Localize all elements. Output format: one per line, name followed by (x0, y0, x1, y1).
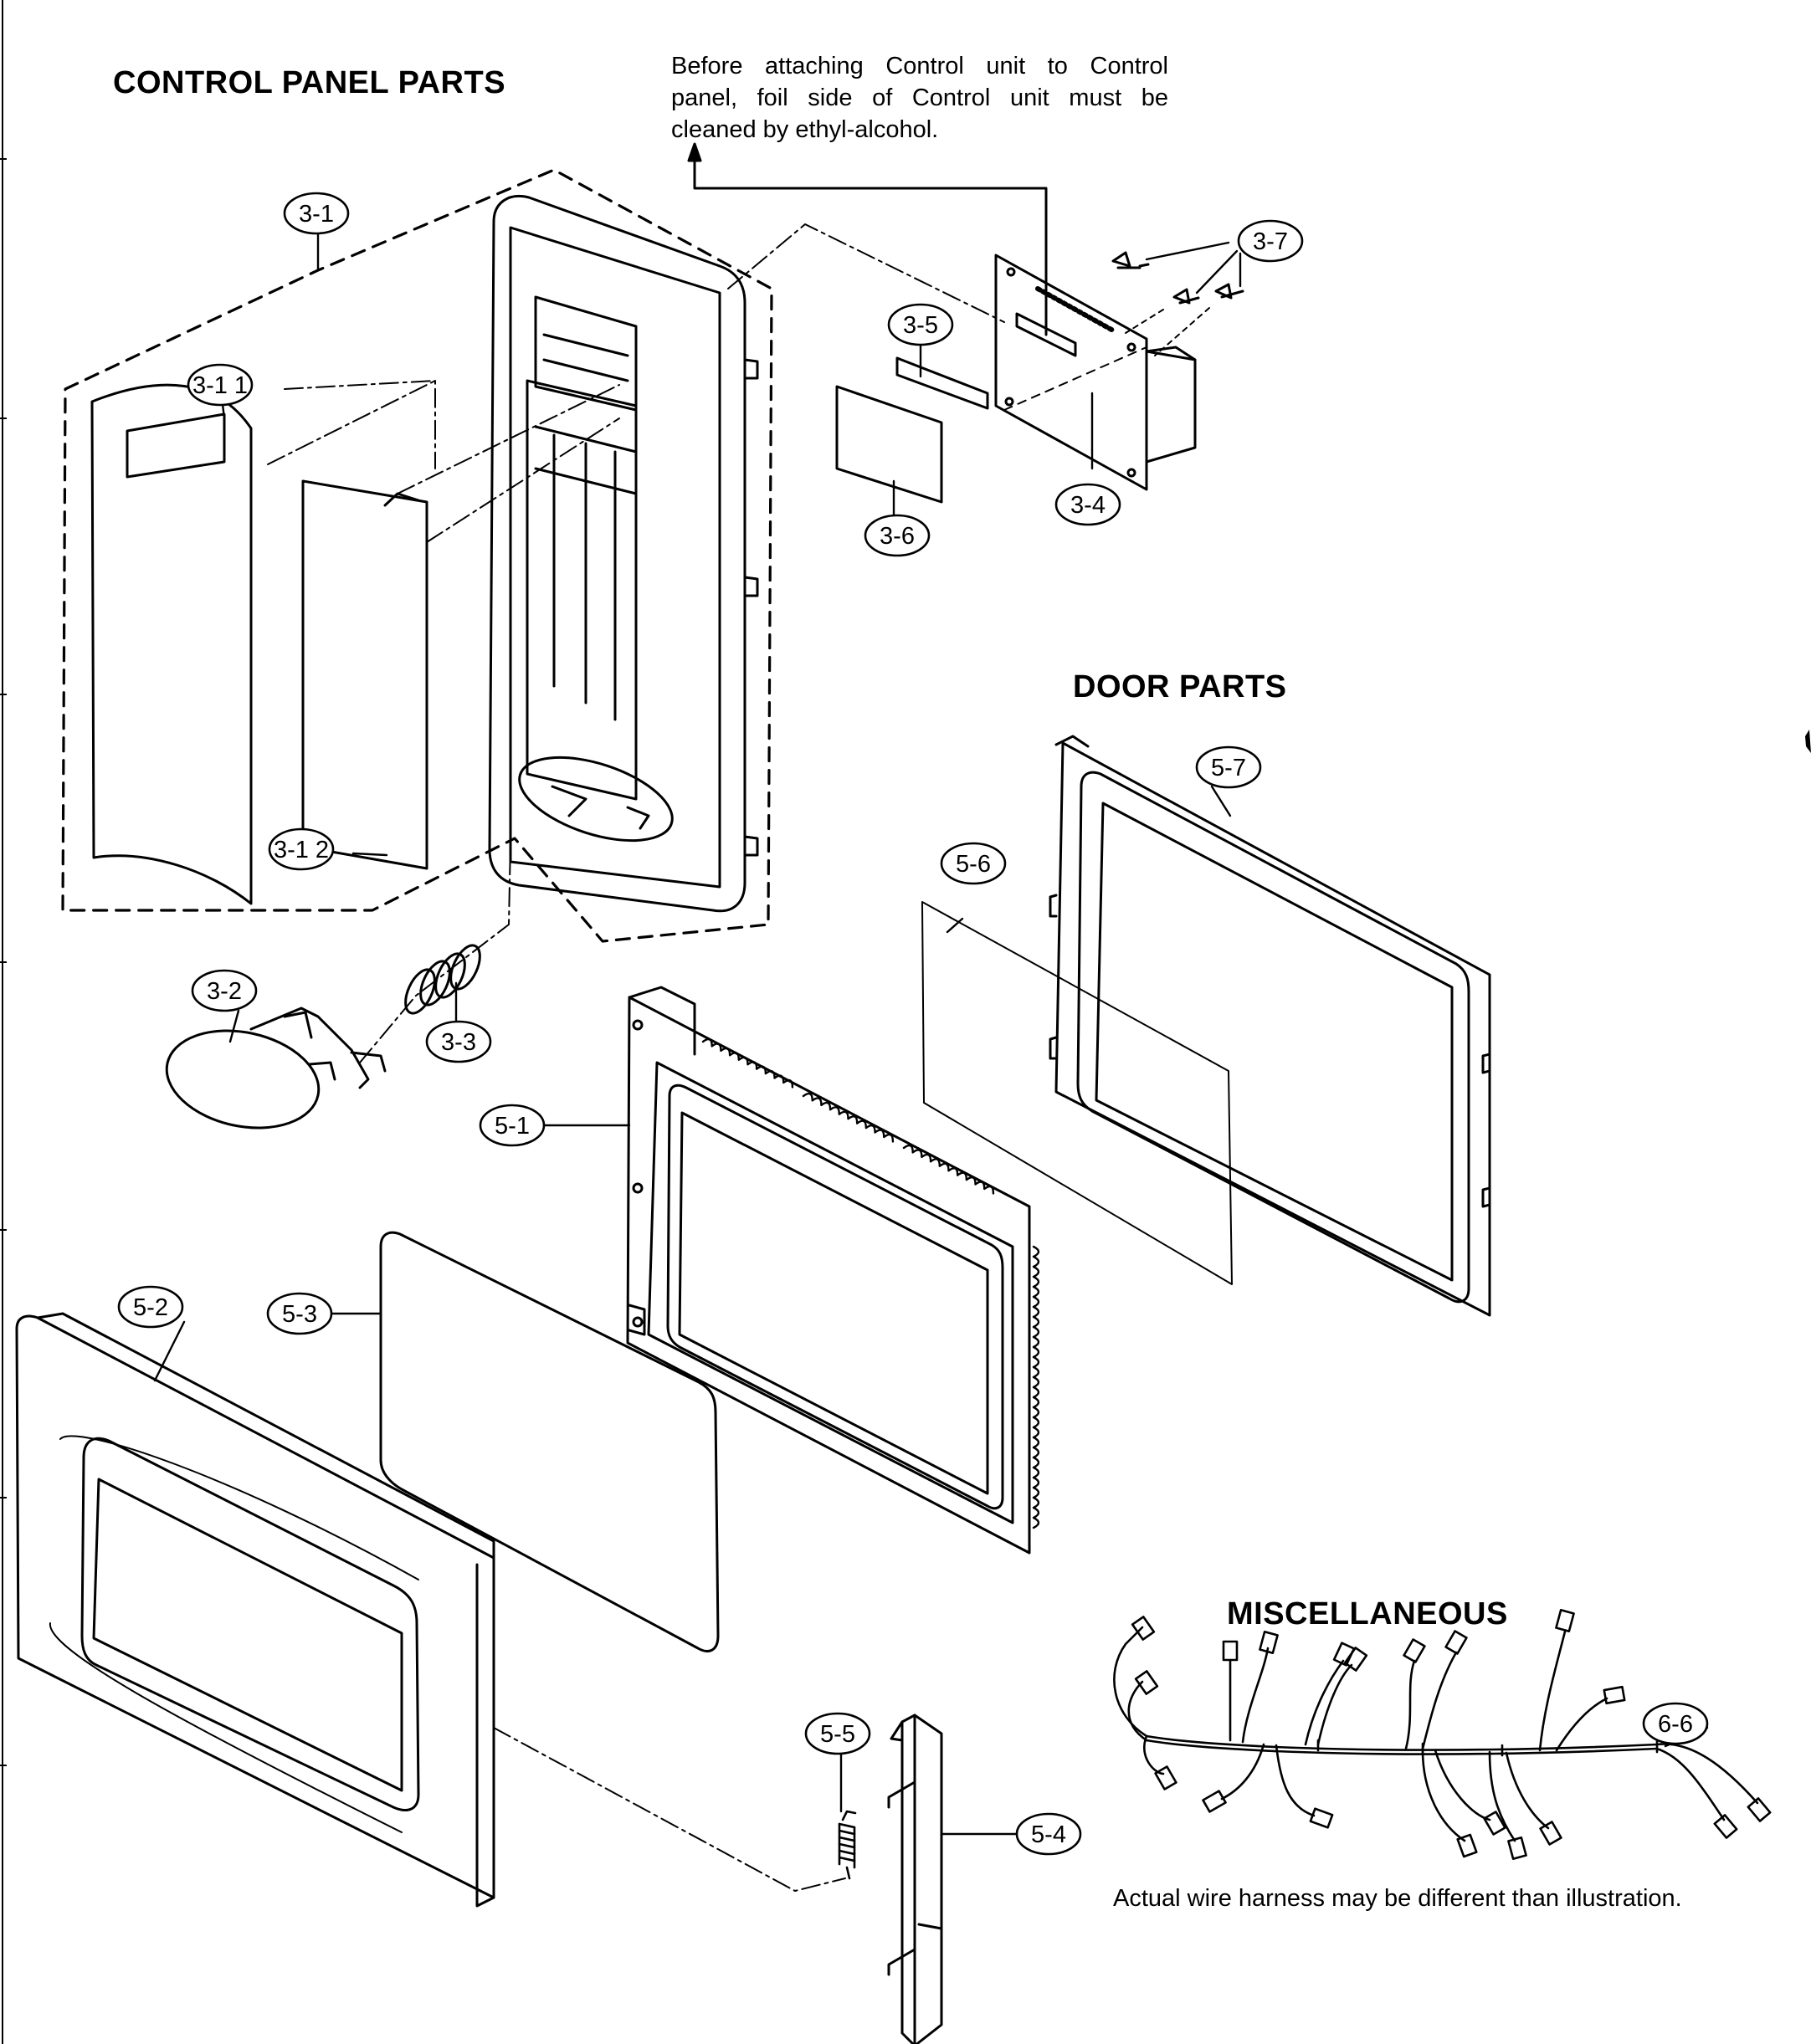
callout-3-6: 3-6 (880, 523, 915, 550)
door-screen-film (921, 901, 1233, 1285)
miscellaneous-title: MISCELLANEOUS (1227, 1596, 1508, 1632)
callout-3-3: 3-3 (441, 1029, 476, 1056)
screws (1111, 251, 1244, 356)
callout-5-3: 5-3 (282, 1301, 317, 1328)
callout-bubble-3-7 (1237, 219, 1304, 263)
control-unit-board (994, 254, 1197, 491)
callout-5-1: 5-1 (495, 1113, 530, 1140)
callout-bubble-3-5 (887, 303, 954, 346)
callout-bubble-5-1 (479, 1104, 546, 1147)
door-frame (626, 986, 1040, 1555)
callout-bubble-5-7 (1195, 745, 1262, 789)
callout-bubble-5-2 (117, 1285, 184, 1329)
wire-harness (1113, 1609, 1772, 1860)
callout-bubble-6-6 (1642, 1702, 1709, 1745)
callout-5-5: 5-5 (820, 1721, 855, 1748)
callout-5-2: 5-2 (133, 1294, 168, 1321)
callout-bubble-3-3 (425, 1020, 492, 1063)
callout-5-6: 5-6 (956, 851, 991, 878)
door-parts-title: DOOR PARTS (1073, 669, 1287, 704)
control-panel-parts-title: CONTROL PANEL PARTS (113, 65, 506, 100)
callout-bubble-3-2 (191, 969, 258, 1012)
edge-mark-right (1805, 730, 1811, 753)
overlay-film (90, 383, 253, 905)
door-glass (379, 1231, 720, 1652)
control-panel-assembly-boundary (61, 168, 773, 943)
callout-3-4: 3-4 (1070, 492, 1106, 519)
callout-3-1-2: 3-1 2 (274, 837, 329, 863)
callout-bubble-3-6 (864, 514, 931, 557)
screw-leaders (1145, 241, 1242, 295)
callout-bubble-5-6 (940, 842, 1007, 885)
callout-5-7: 5-7 (1211, 755, 1246, 781)
callout-bubble-3-1-2 (268, 827, 335, 871)
choke-cover (1049, 735, 1491, 1317)
callout-bubble-5-3 (266, 1292, 333, 1335)
wire-harness-note: Actual wire harness may be different tha… (1113, 1885, 1682, 1912)
note-arrow (693, 153, 1048, 336)
callout-3-1-1: 3-1 1 (192, 372, 248, 399)
callout-6-6: 6-6 (1658, 1711, 1693, 1738)
control-knob (165, 1007, 387, 1130)
latch-lever (887, 1714, 943, 2044)
callout-3-2: 3-2 (207, 978, 242, 1005)
note-line-2: panel, foil side of Control unit must be (671, 85, 1168, 111)
page-edge-marks (0, 0, 7, 2044)
callout-bubble-5-5 (804, 1712, 871, 1755)
callout-bubble-5-4 (1015, 1812, 1082, 1856)
door-front (15, 1312, 495, 1908)
callout-bubble-3-1 (283, 192, 350, 235)
control-unit-cleaning-note: Before attaching Control unit to Control… (671, 50, 1168, 146)
callout-bubble-3-1-1 (187, 363, 254, 407)
callout-3-1: 3-1 (299, 201, 334, 228)
insulation-sheet (835, 385, 943, 504)
window-plate (301, 479, 428, 870)
note-line-3: cleaned by ethyl-alcohol. (671, 116, 939, 143)
control-panel-frame (488, 195, 759, 913)
callout-5-4: 5-4 (1031, 1821, 1066, 1848)
connector-strip (895, 356, 989, 410)
latch-spring (838, 1810, 857, 1880)
callout-3-7: 3-7 (1253, 228, 1288, 255)
callout-3-5: 3-5 (903, 312, 938, 339)
callout-bubble-3-4 (1054, 483, 1121, 526)
note-line-1: Before attaching Control unit to Control (671, 53, 1168, 79)
